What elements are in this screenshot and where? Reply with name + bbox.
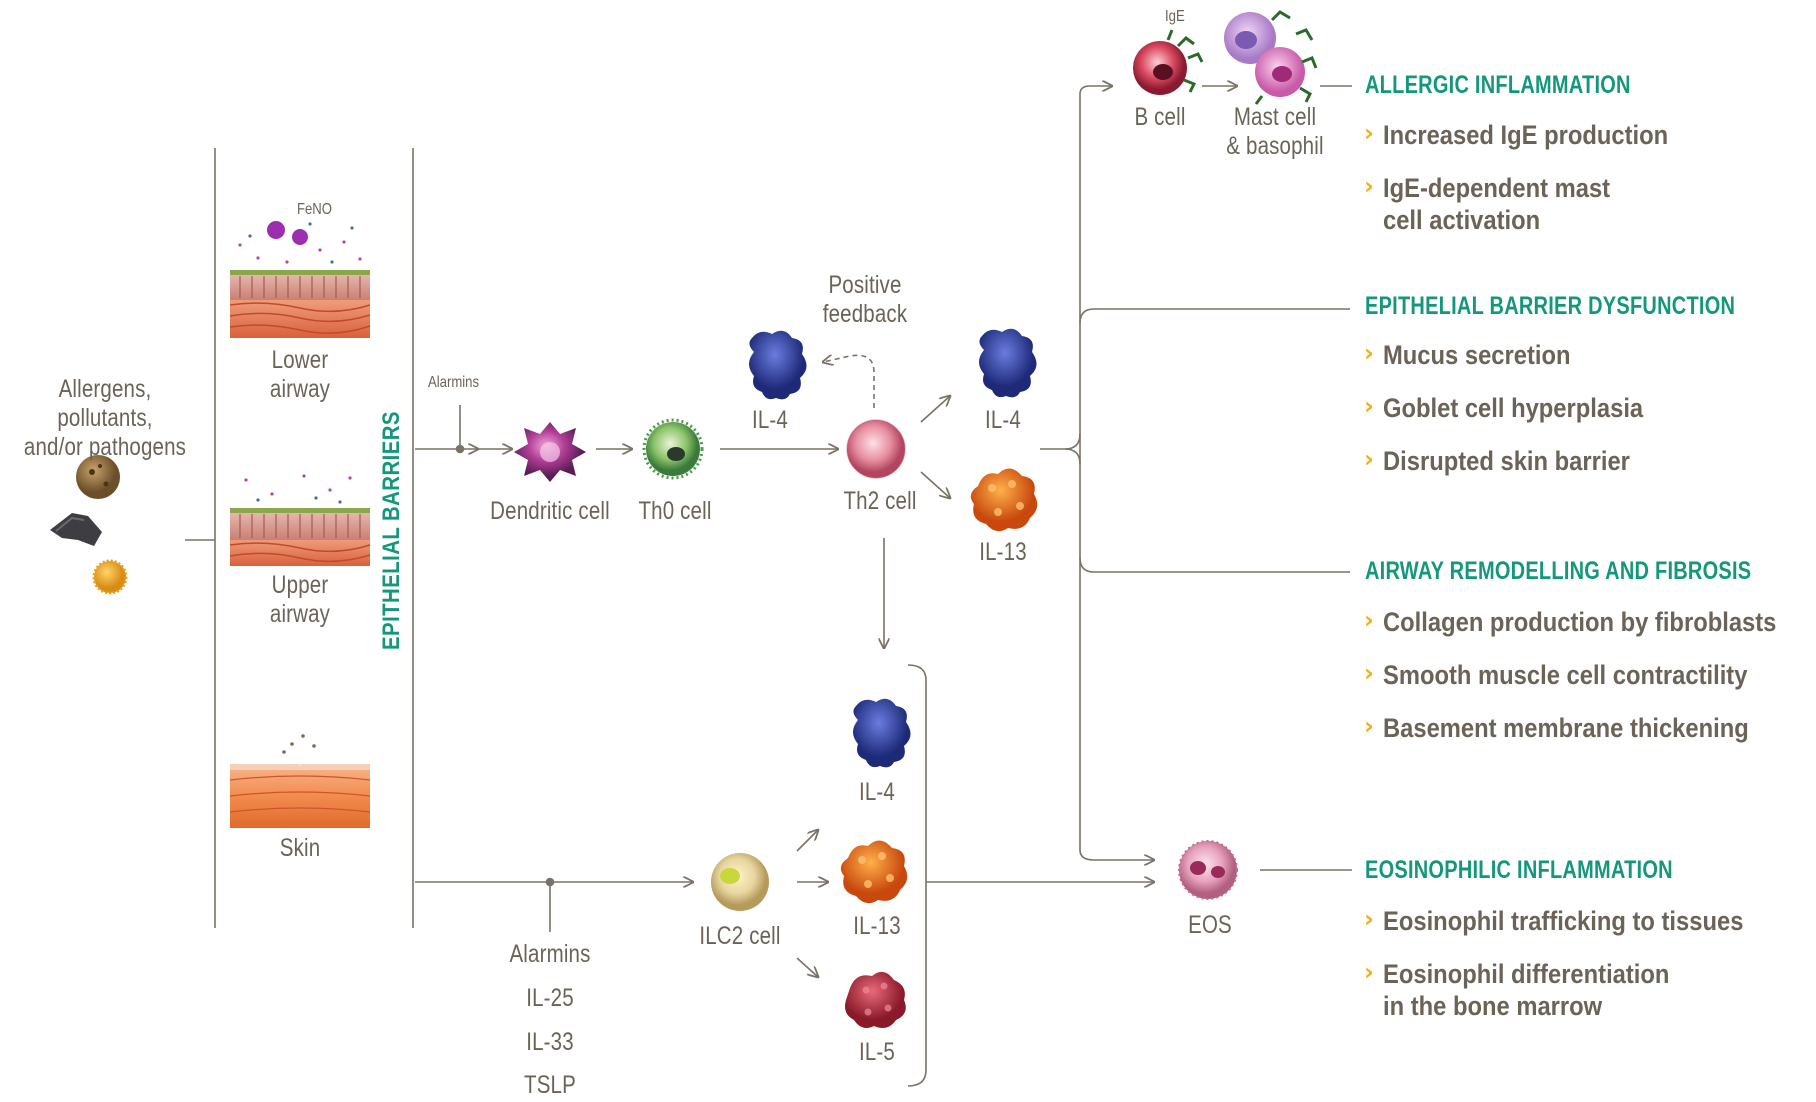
dendritic-cell-graphic bbox=[514, 422, 586, 482]
ilc2-cell-graphic bbox=[711, 853, 769, 911]
outcome-heading: AIRWAY REMODELLING AND FIBROSIS bbox=[1365, 557, 1752, 585]
outcome-item: Mucus secretion bbox=[1383, 340, 1571, 370]
chevron-right-icon: › bbox=[1364, 119, 1374, 147]
lower-airway-tissue bbox=[229, 221, 371, 338]
outcome-heading: EPITHELIAL BARRIER DYSFUNCTION bbox=[1365, 292, 1736, 320]
epithelial-barriers-label: EPITHELIAL BARRIERS bbox=[378, 411, 405, 650]
il4-bottom-label: IL-4 bbox=[858, 778, 895, 806]
mast-cell-basophil-graphic bbox=[1224, 10, 1318, 105]
il13-molecule-bottom-graphic bbox=[840, 840, 908, 904]
tslp-label: TSLP bbox=[524, 1071, 576, 1099]
chevron-right-icon: › bbox=[1364, 606, 1374, 634]
skin-label: Skin bbox=[279, 834, 321, 862]
il33-label: IL-33 bbox=[526, 1028, 574, 1056]
feno-label: FeNO bbox=[297, 201, 332, 218]
outcome-heading: ALLERGIC INFLAMMATION bbox=[1365, 71, 1631, 99]
il4-molecule-bottom-graphic bbox=[853, 698, 911, 768]
il5-label: IL-5 bbox=[858, 1038, 895, 1066]
source-label: Allergens, pollutants, and/or pathogens bbox=[23, 375, 187, 461]
outcome-heading: EOSINOPHILIC INFLAMMATION bbox=[1365, 856, 1673, 884]
outcome-item: Goblet cell hyperplasia bbox=[1383, 393, 1644, 423]
outcome-item: Smooth muscle cell contractility bbox=[1383, 660, 1748, 690]
outcome-item: Increased IgE production bbox=[1383, 120, 1669, 150]
chevron-right-icon: › bbox=[1364, 712, 1374, 740]
ige-label: IgE bbox=[1165, 8, 1185, 25]
mast-cell-basophil-label: Mast cell & basophil bbox=[1226, 103, 1324, 160]
lower-airway-label: Lower airway bbox=[269, 346, 331, 403]
th2-cell-graphic bbox=[846, 419, 906, 479]
th0-cell-graphic bbox=[642, 418, 704, 480]
alarmins-top-label: Alarmins bbox=[428, 374, 480, 391]
chevron-right-icon: › bbox=[1364, 392, 1374, 420]
b-cell-label: B cell bbox=[1134, 103, 1186, 131]
th2-cell-label: Th2 cell bbox=[843, 487, 917, 515]
ilc2-cell-label: ILC2 cell bbox=[699, 922, 781, 950]
outcome-item: Eosinophil trafficking to tissues bbox=[1383, 906, 1744, 936]
il25-label: IL-25 bbox=[526, 984, 574, 1012]
il4-right-label: IL-4 bbox=[984, 406, 1021, 434]
allergen-particles bbox=[50, 455, 128, 595]
chevron-right-icon: › bbox=[1364, 172, 1374, 200]
outcome-item: Basement membrane thickening bbox=[1383, 713, 1749, 743]
chevron-right-icon: › bbox=[1364, 958, 1374, 986]
th0-cell-label: Th0 cell bbox=[638, 497, 712, 525]
il13-right-label: IL-13 bbox=[979, 538, 1027, 566]
il4-molecule-top-graphic bbox=[749, 330, 807, 400]
alarmins-bottom-label: Alarmins bbox=[509, 940, 591, 968]
connector-lines bbox=[185, 86, 1352, 1087]
outcome-item: IgE-dependent mast cell activation bbox=[1383, 173, 1611, 235]
skin-tissue bbox=[229, 734, 371, 828]
il4-top-label: IL-4 bbox=[751, 406, 788, 434]
chevron-right-icon: › bbox=[1364, 339, 1374, 367]
il13-molecule-right-graphic bbox=[970, 468, 1038, 532]
chevron-right-icon: › bbox=[1364, 659, 1374, 687]
eos-label: EOS bbox=[1188, 911, 1232, 939]
chevron-right-icon: › bbox=[1364, 905, 1374, 933]
dendritic-cell-label: Dendritic cell bbox=[490, 497, 610, 525]
chevron-right-icon: › bbox=[1364, 445, 1374, 473]
outcome-item: Disrupted skin barrier bbox=[1383, 446, 1630, 476]
upper-airway-tissue bbox=[229, 474, 371, 566]
il5-molecule-graphic bbox=[845, 971, 906, 1028]
il13-bottom-label: IL-13 bbox=[853, 912, 901, 940]
upper-airway-label: Upper airway bbox=[269, 571, 331, 628]
il4-molecule-right-graphic bbox=[979, 328, 1037, 398]
eos-cell-graphic bbox=[1178, 840, 1238, 900]
outcome-item: Eosinophil differentiation in the bone m… bbox=[1383, 959, 1670, 1021]
positive-feedback-label: Positive feedback bbox=[822, 271, 908, 328]
outcome-item: Collagen production by fibroblasts bbox=[1383, 607, 1777, 637]
b-cell-graphic bbox=[1131, 29, 1204, 97]
